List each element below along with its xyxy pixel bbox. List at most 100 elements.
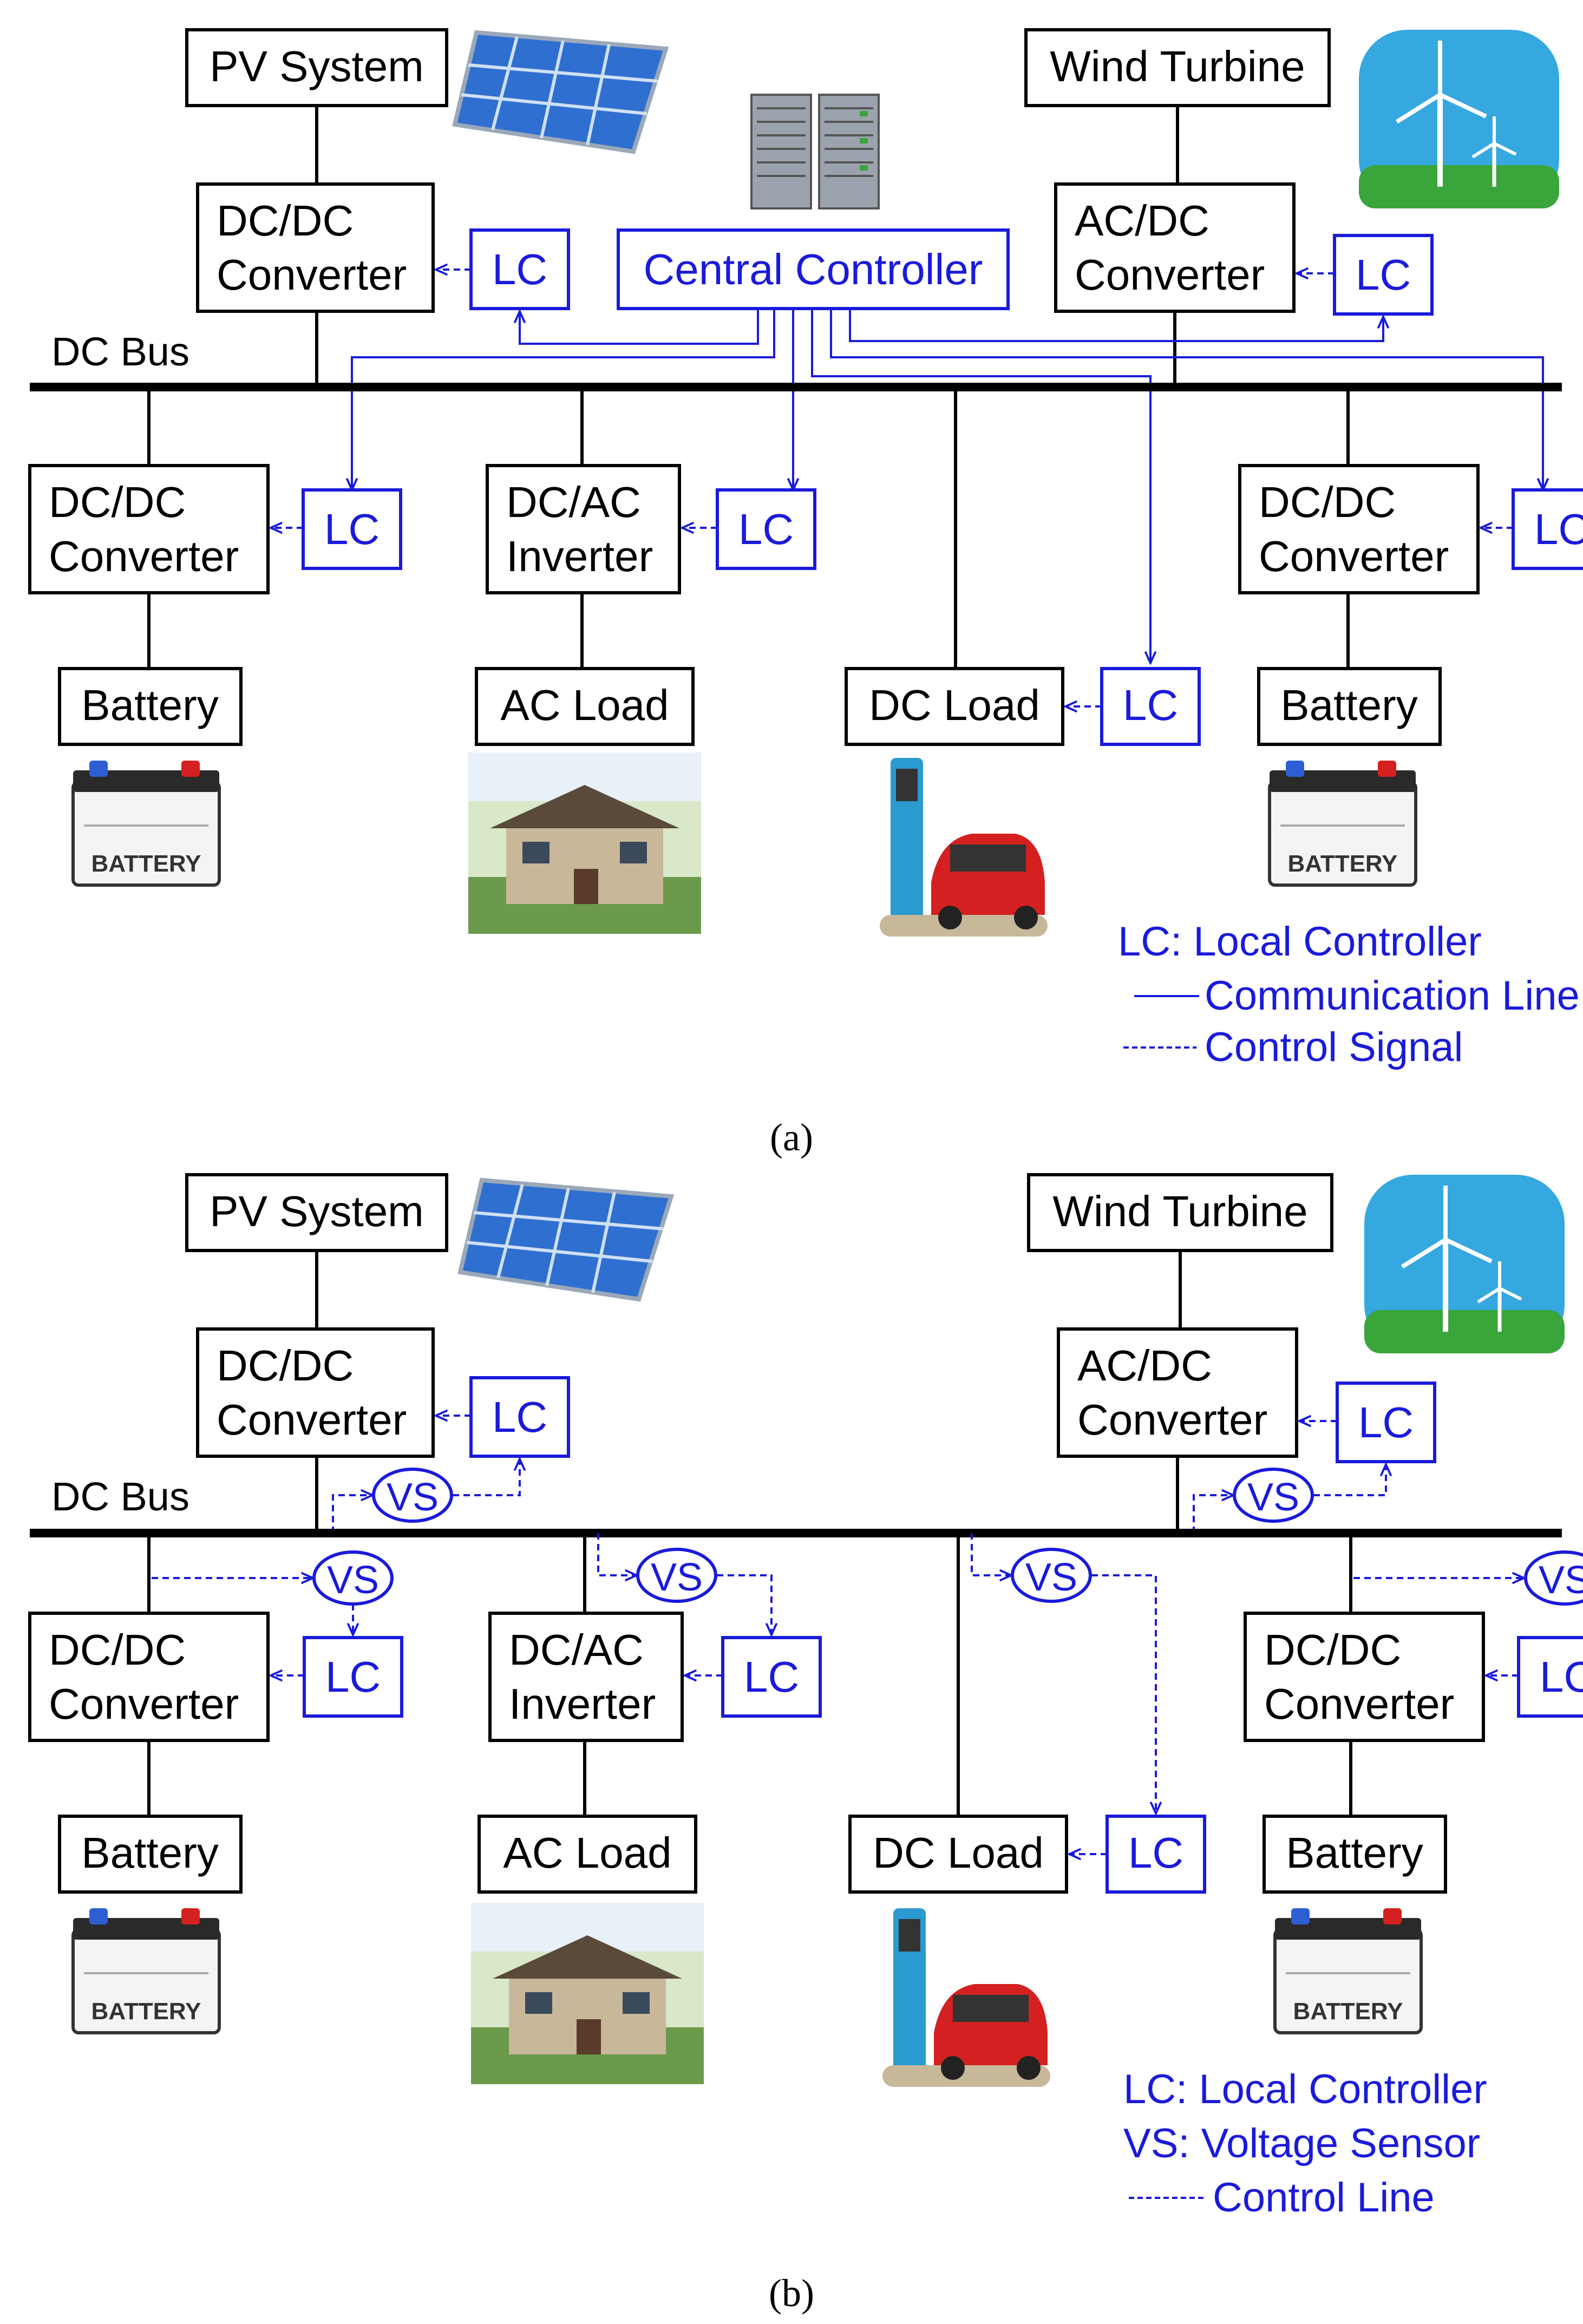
ev-charger-icon [880,758,1048,937]
lc-inverter-b [721,1636,822,1718]
pv-dcdc-line1-b: DC/DC [217,1341,354,1390]
lc-battery-right-b [1517,1636,1583,1718]
pv-system-box-b [185,1173,448,1252]
battery-right-dcdc-line1: DC/DC [1259,478,1396,526]
battery-left-dcdc-box [28,464,270,594]
vs-battery-right-label: VS [1539,1559,1583,1602]
battery-icon: BATTERY [1275,1908,1421,2033]
wind-acdc-converter-box-b [1057,1327,1298,1458]
wind-acdc-line2: Converter [1075,251,1265,299]
dcac-inverter-box-b [488,1612,684,1742]
legend-ctrl-a: Control Signal [1205,1024,1463,1070]
wind-turbine-label: Wind Turbine [1050,42,1305,90]
pv-dcdc-converter-box [196,182,435,313]
ev-charger-icon [882,1908,1050,2087]
wind-acdc-line1: AC/DC [1075,197,1209,245]
lc-wind [1333,234,1434,316]
battery-right-label: Battery [1280,681,1417,729]
lc-wind-b [1336,1382,1436,1463]
legend-ctrl-b: Control Line [1213,2175,1435,2221]
dcac-inverter-line2-b: Inverter [509,1680,656,1728]
caption-b: (b) [769,2271,814,2315]
dc-bus-label-b: DC Bus [51,1474,189,1519]
battery-right-dcdc-line2: Converter [1259,532,1449,580]
legend-lc-b: LC: Local Controller [1123,2066,1487,2112]
battery-right-dcdc-line1-b: DC/DC [1264,1626,1401,1674]
pv-dcdc-converter-box-b [196,1327,435,1458]
legend-lc-a: LC: Local Controller [1118,919,1482,965]
dc-load-label: DC Load [869,681,1040,729]
dcac-inverter-line1-b: DC/AC [509,1626,644,1674]
battery-right-box-b [1263,1815,1447,1894]
lc-battery-left [302,488,402,570]
lc-battery-right [1512,488,1583,570]
ac-load-label-b: AC Load [503,1829,671,1877]
svg-text:BATTERY: BATTERY [1293,1998,1403,2025]
battery-right-box [1257,667,1442,746]
dc-load-box-b [848,1815,1068,1894]
battery-right-dcdc-box [1238,464,1480,594]
battery-left-label-b: Battery [81,1829,218,1877]
lc-battery-left-b [303,1636,403,1718]
house-icon [471,1903,704,2084]
battery-left-dcdc-line2: Converter [49,532,239,580]
dcac-inverter-line1: DC/AC [506,478,641,526]
dc-load-box [845,667,1064,746]
ac-load-label: AC Load [500,681,669,729]
caption-a: (a) [770,1116,813,1159]
dc-load-label-b: DC Load [873,1829,1044,1877]
pv-dcdc-line2-b: Converter [217,1396,407,1444]
central-controller-label: Central Controller [644,245,983,293]
house-icon [468,752,701,934]
battery-right-dcdc-box-b [1244,1612,1485,1742]
vs-inverter-label: VS [651,1556,703,1599]
battery-left-box [58,667,243,746]
battery-icon: BATTERY [73,761,219,885]
battery-left-box-b [58,1815,243,1894]
lc-pv-label: LC [492,245,547,293]
battery-left-dcdc-line1-b: DC/DC [49,1626,186,1674]
legend-comm-a: Communication Line [1205,973,1580,1019]
vs-dc-load-label: VS [1025,1556,1077,1599]
lc-dc-load-label: LC [1123,681,1178,729]
lc-battery-left-label-b: LC [325,1653,381,1701]
battery-icon: BATTERY [1270,761,1416,885]
pv-system-label-b: PV System [210,1187,424,1235]
battery-right-label-b: Battery [1286,1829,1423,1877]
legend-vs-b: VS: Voltage Sensor [1123,2120,1480,2166]
wind-acdc-line2-b: Converter [1077,1396,1267,1444]
battery-icon: BATTERY [73,1908,219,2033]
battery-left-dcdc-line2-b: Converter [49,1680,239,1728]
dcac-inverter-line2: Inverter [506,532,653,580]
wind-turbine-box [1024,28,1331,107]
wind-turbine-icon [1364,1175,1565,1353]
lc-inverter [716,488,816,570]
pv-system-label: PV System [210,42,424,90]
solar-panel-icon [455,32,666,152]
panel-b: PV System Wind Turbine DC/DC Converter A… [28,1173,1583,2315]
lc-inverter-label-b: LC [744,1653,799,1701]
ac-load-box [475,667,695,746]
ac-load-box-b [477,1815,697,1894]
panel-a: PV System Wind Turbine DC/DC Converter A… [28,28,1583,1159]
lc-inverter-label: LC [738,505,794,553]
vs-battery-right [1524,1550,1583,1606]
wind-turbine-label-b: Wind Turbine [1052,1187,1307,1235]
wind-turbine-icon [1359,30,1559,208]
lc-battery-left-label: LC [324,505,380,553]
battery-left-label: Battery [81,681,218,729]
vs-wind-label: VS [1247,1476,1299,1519]
lc-dc-load-b [1106,1815,1206,1894]
lc-dc-load [1100,667,1201,746]
dc-bus-label-a: DC Bus [51,329,189,374]
lc-dc-load-label-b: LC [1128,1829,1183,1877]
solar-panel-icon [460,1180,671,1299]
wind-acdc-line1-b: AC/DC [1077,1341,1212,1390]
lc-wind-label-b: LC [1358,1398,1414,1446]
pv-dcdc-line1: DC/DC [217,197,354,245]
svg-text:BATTERY: BATTERY [91,850,201,877]
vs-pv-label: VS [387,1476,439,1519]
lc-pv-label-b: LC [492,1393,547,1441]
pv-dcdc-line2: Converter [217,251,407,299]
